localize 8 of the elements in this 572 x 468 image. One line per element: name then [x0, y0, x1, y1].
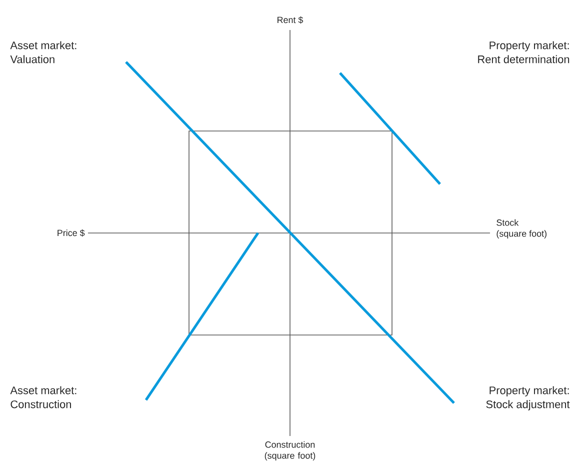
axis-label: Price $: [58, 229, 85, 237]
quadrant-title: Property market: Rent determination: [478, 41, 570, 64]
axis-label: Rent $: [278, 16, 304, 24]
axis-label: Construction (square foot): [264, 441, 316, 461]
quadrant-title: Asset market: Valuation: [10, 41, 76, 64]
quadrant-title: Property market: Stock adjustment: [486, 386, 570, 410]
quadrant-title: Asset market: Construction: [10, 386, 76, 408]
axis-label: Stock (square foot): [496, 219, 546, 238]
